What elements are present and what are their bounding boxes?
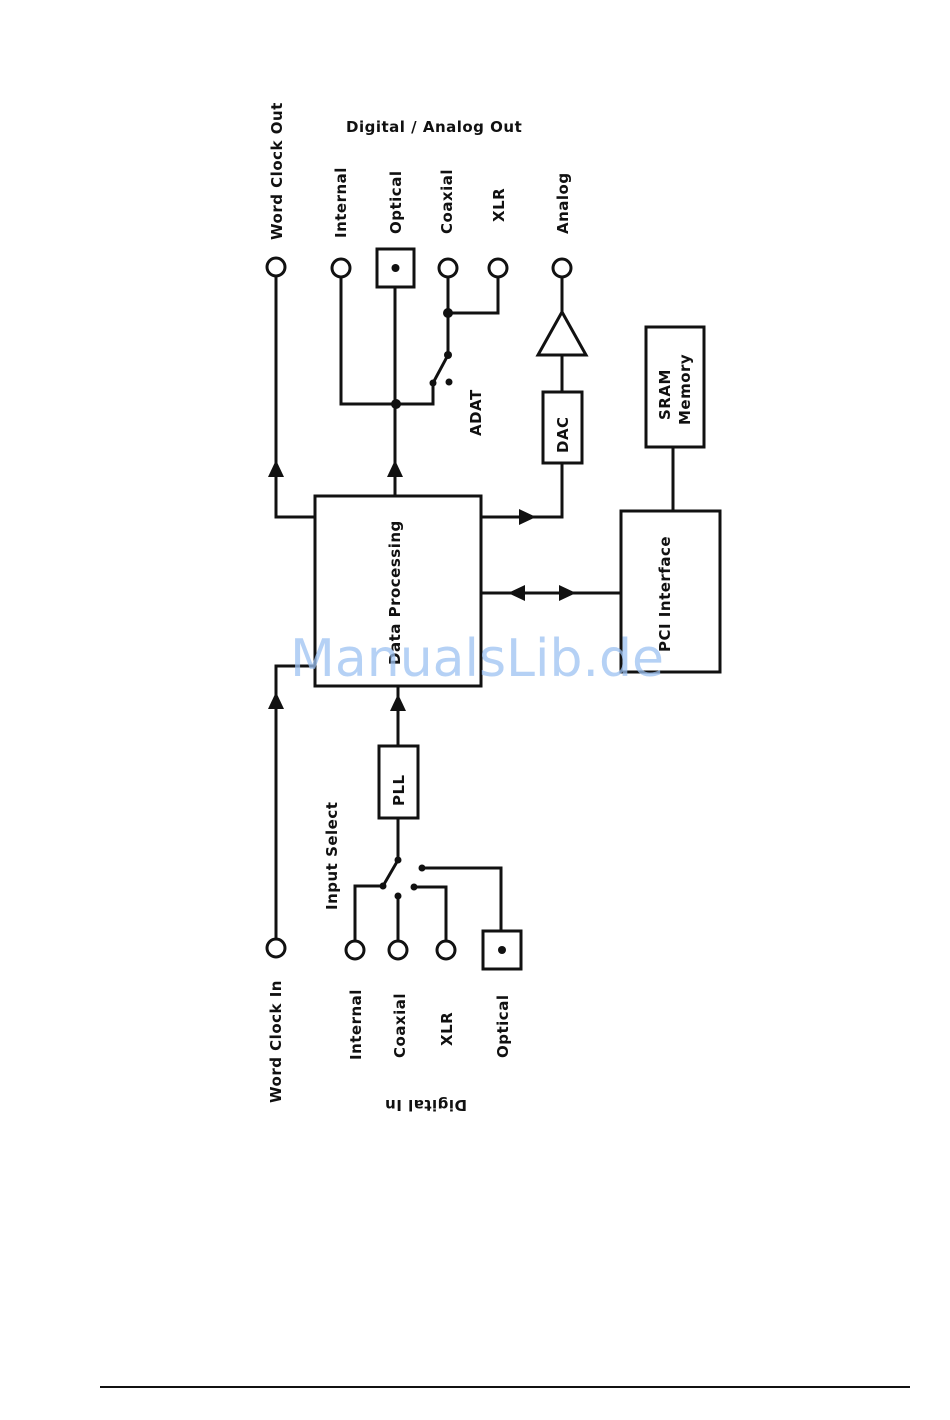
arrow-up (268, 692, 284, 709)
in-internal-connector (346, 941, 364, 959)
arrow-right (519, 509, 536, 525)
digital-out-wiring (341, 277, 498, 496)
arrow-up (268, 460, 284, 477)
optical-dot (392, 264, 400, 272)
out-internal-label: Internal (332, 167, 350, 238)
footer-rule (100, 1386, 910, 1388)
arrow-right (559, 585, 576, 601)
out-analog-connector (553, 259, 571, 277)
optical-dot (498, 946, 506, 954)
word-clock-out-connector (267, 258, 285, 276)
word-clock-in-label: Word Clock In (267, 980, 285, 1103)
input-select-label: Input Select (323, 802, 341, 910)
watermark: ManualsLib.de (290, 629, 664, 689)
word-clock-out-path (267, 258, 315, 517)
adat-label: ADAT (467, 389, 485, 436)
out-coaxial-label: Coaxial (438, 169, 456, 234)
dac-label: DAC (554, 416, 572, 453)
amplifier-triangle (538, 312, 586, 355)
out-optical-label: Optical (387, 171, 405, 234)
word-clock-in-connector (267, 939, 285, 957)
in-coaxial-connector (389, 941, 407, 959)
outputs-heading: Digital / Analog Out (346, 118, 522, 136)
out-xlr-label: XLR (490, 188, 508, 222)
in-optical-label: Optical (494, 995, 512, 1058)
out-analog-label: Analog (554, 172, 572, 234)
word-clock-out-label: Word Clock Out (268, 102, 286, 240)
out-internal-connector (332, 259, 350, 277)
in-xlr-label: XLR (438, 1012, 456, 1046)
in-internal-label: Internal (347, 989, 365, 1060)
in-coaxial-label: Coaxial (391, 993, 409, 1058)
memory-label: Memory (676, 354, 694, 425)
input-select-switch (355, 857, 501, 940)
in-xlr-connector (437, 941, 455, 959)
arrow-left (508, 585, 525, 601)
word-clock-in-path (267, 666, 315, 957)
sram-label: SRAM (656, 369, 674, 420)
arrow-up (390, 694, 406, 711)
out-coaxial-connector (439, 259, 457, 277)
out-xlr-connector (489, 259, 507, 277)
arrow-up (387, 460, 403, 477)
pll-label: PLL (390, 774, 408, 806)
inputs-heading: Digital In (385, 1096, 467, 1114)
sram-block (646, 327, 704, 447)
